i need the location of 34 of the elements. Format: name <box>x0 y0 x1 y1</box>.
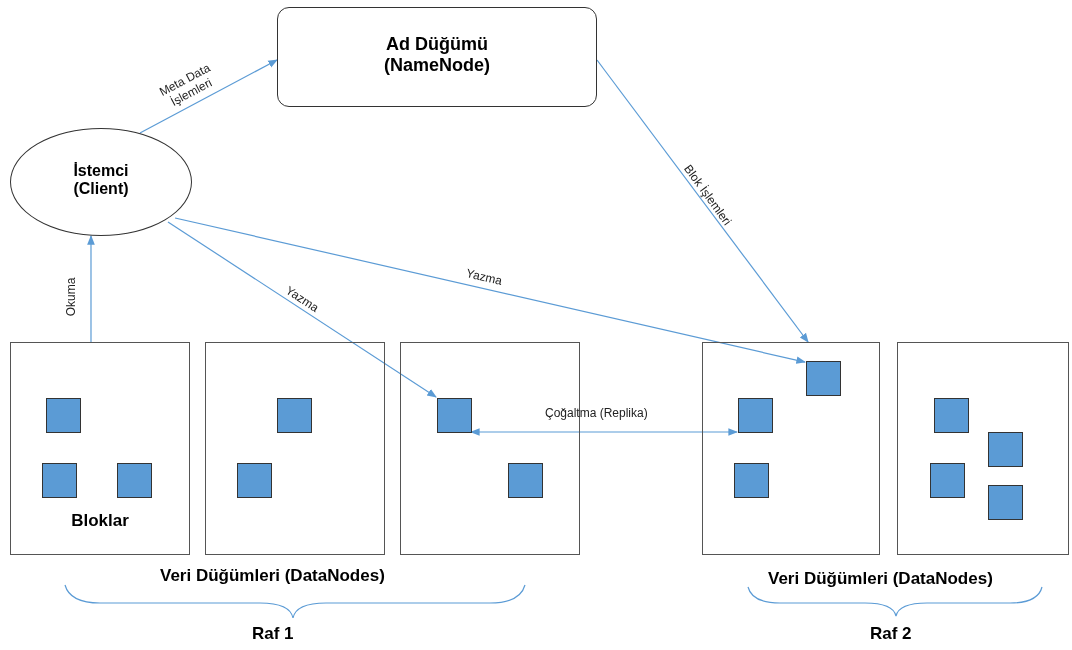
arrow <box>167 221 437 398</box>
arrow <box>139 59 278 134</box>
edge-label: Yazma <box>464 266 504 288</box>
block-square <box>437 398 472 433</box>
block-square <box>237 463 272 498</box>
block-square <box>988 485 1023 520</box>
arrow <box>174 217 806 364</box>
datanode-box <box>702 342 880 555</box>
block-square <box>117 463 152 498</box>
arrow <box>470 428 738 436</box>
block-square <box>988 432 1023 467</box>
group-label: Veri Düğümleri (DataNodes) <box>768 569 993 589</box>
arrow <box>596 59 809 343</box>
block-square <box>734 463 769 498</box>
block-square <box>42 463 77 498</box>
caption-text: Bloklar <box>70 511 130 531</box>
block-square <box>508 463 543 498</box>
node-title: Ad Düğümü (NameNode) <box>383 34 491 77</box>
block-square <box>934 398 969 433</box>
datanode-box <box>897 342 1069 555</box>
rack-label: Raf 2 <box>870 624 912 644</box>
edge-label: Okuma <box>64 277 79 317</box>
group-label: Veri Düğümleri (DataNodes) <box>160 566 385 586</box>
namenode-box <box>277 7 597 107</box>
node-title: İstemci (Client) <box>72 161 130 198</box>
block-square <box>806 361 841 396</box>
rack-label: Raf 1 <box>252 624 294 644</box>
arrow <box>87 235 95 343</box>
block-square <box>46 398 81 433</box>
block-square <box>738 398 773 433</box>
block-square <box>930 463 965 498</box>
block-square <box>277 398 312 433</box>
datanode-box <box>10 342 190 555</box>
datanode-box <box>205 342 385 555</box>
